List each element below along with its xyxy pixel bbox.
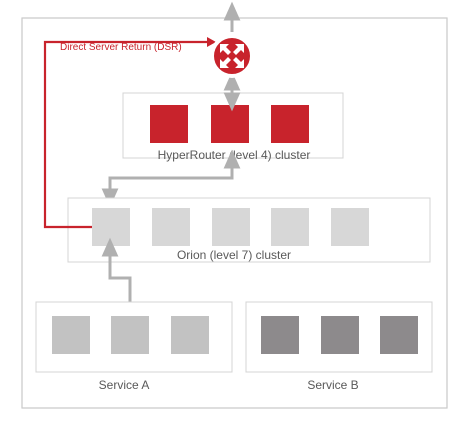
dsr-path [43, 40, 207, 229]
orion-node [92, 208, 130, 246]
dsr-label: Direct Server Return (DSR) [60, 42, 182, 53]
orion-node [271, 208, 309, 246]
hyperrouter-node [271, 105, 309, 143]
service-a-node [111, 316, 149, 354]
hyperrouter-node [211, 105, 249, 143]
service-b-label: Service B [307, 378, 358, 392]
orion-node [212, 208, 250, 246]
orion-service-a-connector [101, 237, 139, 325]
service-b-node [380, 316, 418, 354]
hyperrouter-node [150, 105, 188, 143]
hyperrouter-cluster-label: HyperRouter (level 4) cluster [158, 148, 311, 162]
router-icon [210, 34, 254, 78]
service-b-node [261, 316, 299, 354]
orion-node [331, 208, 369, 246]
dsr-arrowhead [207, 37, 216, 47]
service-a-label: Service A [99, 378, 150, 392]
orion-cluster-label: Orion (level 7) cluster [177, 248, 291, 262]
service-a-node [52, 316, 90, 354]
service-b-node [321, 316, 359, 354]
hyperrouter-orion-connector [101, 149, 241, 208]
orion-node [152, 208, 190, 246]
service-a-node [171, 316, 209, 354]
